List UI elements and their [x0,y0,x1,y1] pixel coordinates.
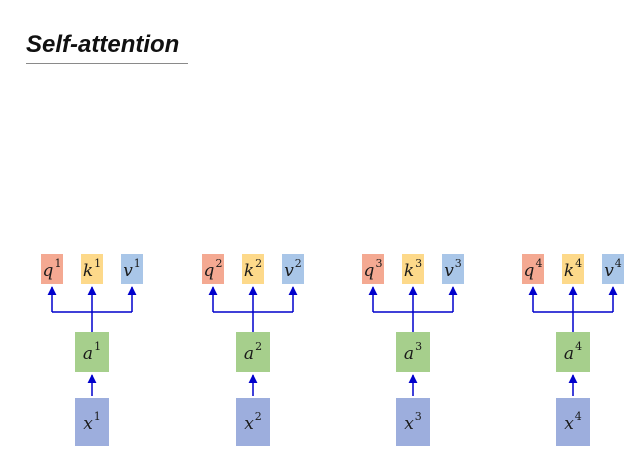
title-underline [26,63,188,64]
page-title: Self-attention [26,31,180,58]
a-label-3-var: a [404,344,414,364]
a-label-1: a1 [83,340,101,364]
a-label-2-var: a [244,344,254,364]
x-label-2: x2 [244,410,262,434]
k-label-2-sup: 2 [255,257,262,270]
q-label-1-sup: 1 [54,257,61,270]
a-label-4-var: a [564,344,574,364]
a-box-1 [75,332,109,372]
k-box-4 [562,254,584,284]
k-label-1: k1 [83,257,101,281]
v-label-4: v4 [604,257,622,281]
k-label-1-sup: 1 [94,257,101,270]
k-label-3: k3 [404,257,422,281]
a-box-3 [396,332,430,372]
a-box-4 [556,332,590,372]
v-label-2-sup: 2 [295,257,302,270]
q-label-2-var: q [204,261,215,281]
q-box-3 [362,254,384,284]
q-label-4: q4 [524,257,543,281]
q-box-4 [522,254,544,284]
v-label-1: v1 [123,257,141,281]
k-label-2-var: k [244,261,254,281]
x-label-1: x1 [83,410,101,434]
k-label-1-var: k [83,261,93,281]
x-box-4 [556,398,590,446]
x-label-3: x3 [404,410,422,434]
q-label-2: q2 [204,257,223,281]
q-label-1-var: q [43,261,54,281]
x-box-2 [236,398,270,446]
x-label-2-sup: 2 [255,410,262,423]
x-label-1-sup: 1 [94,410,101,423]
k-label-3-sup: 3 [415,257,422,270]
v-label-4-var: v [604,261,614,281]
v-label-2-var: v [284,261,294,281]
x-box-3 [396,398,430,446]
v-label-3: v3 [444,257,462,281]
x-label-3-var: x [404,414,414,434]
v-box-4 [602,254,624,284]
k-label-4-var: k [564,261,574,281]
v-label-2: v2 [284,257,302,281]
q-label-1: q1 [43,257,62,281]
v-box-1 [121,254,143,284]
q-label-3: q3 [364,257,383,281]
q-box-2 [202,254,224,284]
a-label-4: a4 [564,340,582,364]
x-label-4-sup: 4 [575,410,582,423]
x-label-3-sup: 3 [415,410,422,423]
v-label-3-sup: 3 [455,257,462,270]
a-label-3: a3 [404,340,422,364]
v-label-4-sup: 4 [615,257,622,270]
x-box-1 [75,398,109,446]
q-label-4-var: q [524,261,535,281]
x-label-4: x4 [564,410,582,434]
a-label-2: a2 [244,340,262,364]
x-label-1-var: x [83,414,93,434]
a-label-4-sup: 4 [575,340,582,353]
k-label-4: k4 [564,257,582,281]
v-box-3 [442,254,464,284]
k-label-4-sup: 4 [575,257,582,270]
k-box-3 [402,254,424,284]
k-label-3-var: k [404,261,414,281]
q-label-2-sup: 2 [215,257,222,270]
x-label-4-var: x [564,414,574,434]
q-box-1 [41,254,63,284]
k-box-1 [81,254,103,284]
q-label-4-sup: 4 [535,257,542,270]
v-box-2 [282,254,304,284]
a-label-1-sup: 1 [94,340,101,353]
a-box-2 [236,332,270,372]
a-label-1-var: a [83,344,93,364]
v-label-3-var: v [444,261,454,281]
q-label-3-var: q [364,261,375,281]
v-label-1-sup: 1 [134,257,141,270]
a-label-2-sup: 2 [255,340,262,353]
k-box-2 [242,254,264,284]
k-label-2: k2 [244,257,262,281]
v-label-1-var: v [123,261,133,281]
a-label-3-sup: 3 [415,340,422,353]
x-label-2-var: x [244,414,254,434]
q-label-3-sup: 3 [375,257,382,270]
